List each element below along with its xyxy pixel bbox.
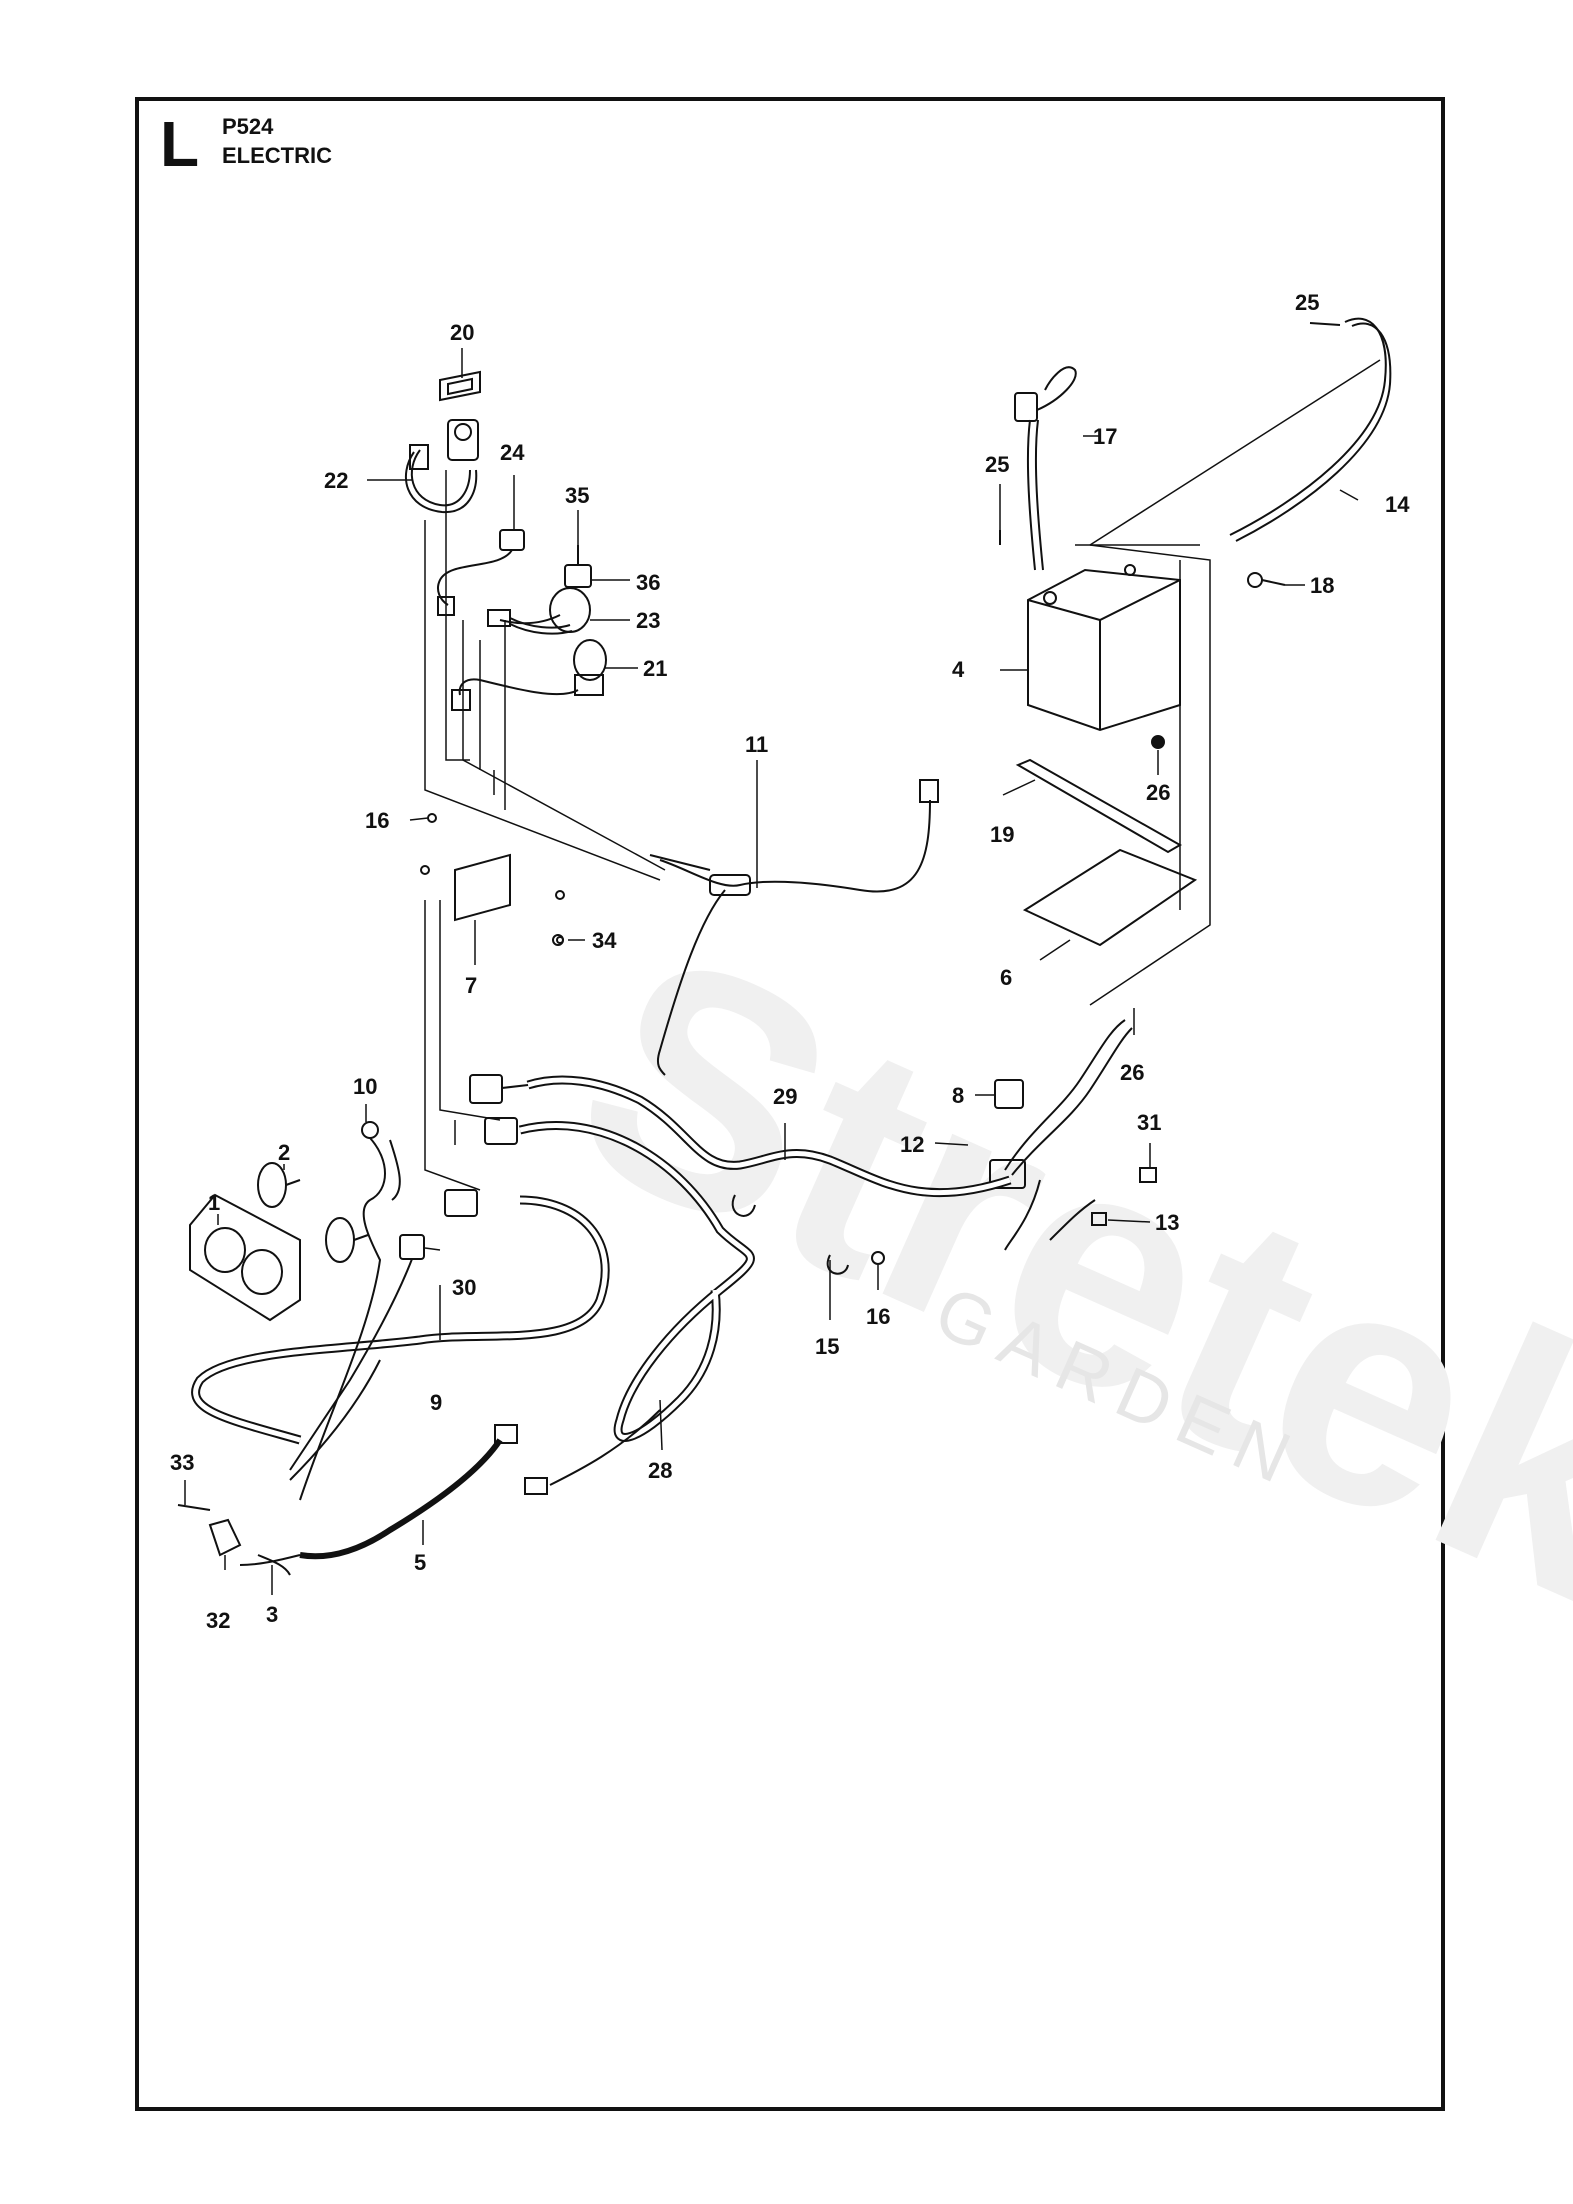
callout-3: 3: [266, 1602, 278, 1627]
part-18-bolt: [1247, 572, 1286, 588]
callout-14: 14: [1385, 492, 1410, 517]
part-15-clamp: [731, 1194, 849, 1275]
watermark: Stretek GARDEN: [532, 877, 1573, 1670]
callout-2: 2: [278, 1140, 290, 1165]
callout-19: 19: [990, 822, 1014, 847]
part-22-switch: [404, 419, 479, 514]
watermark-brand: Stretek: [532, 877, 1573, 1670]
part-20-bezel: [439, 370, 481, 402]
part-2-bulb: [257, 1162, 369, 1263]
part-25-bolt-b: [1309, 322, 1341, 326]
callout-26a: 26: [1146, 780, 1170, 805]
callout-22: 22: [324, 468, 348, 493]
part-21-switch: [451, 639, 607, 711]
part-8-relay: [994, 1079, 1024, 1109]
callout-25a: 25: [985, 452, 1009, 477]
callout-25b: 25: [1295, 290, 1319, 315]
callout-13: 13: [1155, 1210, 1179, 1235]
part-11-harness: [649, 779, 939, 1076]
harness-cluster: [989, 1019, 1133, 1251]
callout-10: 10: [353, 1074, 377, 1099]
part-34-washer: [556, 936, 564, 944]
part-9-harness: [191, 1189, 610, 1445]
callout-31: 31: [1137, 1110, 1161, 1135]
callout-33: 33: [170, 1450, 194, 1475]
group-title: ELECTRIC: [222, 143, 332, 168]
part-23-harness: [487, 609, 573, 635]
callout-16a: 16: [365, 808, 389, 833]
callout-12: 12: [900, 1132, 924, 1157]
part-10-socket: [299, 1121, 401, 1501]
part-29-harness: [469, 1074, 1012, 1198]
callout-6: 6: [1000, 965, 1012, 990]
part-4-battery: [1027, 564, 1181, 732]
callout-35: 35: [565, 483, 589, 508]
callout-9: 9: [430, 1390, 442, 1415]
part-30-connector: [399, 1234, 425, 1260]
callout-15: 15: [815, 1334, 839, 1359]
callout-20: 20: [450, 320, 474, 345]
model-number: P524: [222, 114, 274, 139]
callout-30: 30: [452, 1275, 476, 1300]
part-19-strap: [1015, 758, 1183, 854]
callout-16b: 16: [866, 1304, 890, 1329]
callout-23: 23: [636, 608, 660, 633]
callout-18: 18: [1310, 573, 1334, 598]
callout-36: 36: [636, 570, 660, 595]
callout-17: 17: [1093, 424, 1117, 449]
callout-29: 29: [773, 1084, 797, 1109]
part-5-harness: [239, 1424, 518, 1566]
callout-21: 21: [643, 656, 667, 681]
part-14-cable: [1229, 317, 1392, 542]
callout-26b: 26: [1120, 1060, 1144, 1085]
callouts: 1 2 3 4 5 6 7 8 9 10 11 12 13 14 15 16 1…: [170, 290, 1410, 1633]
part-32-bracket: [208, 1518, 242, 1557]
part-6-pad: [1022, 848, 1198, 947]
part-33-screw: [177, 1504, 211, 1511]
part-13-fastener: [1091, 1212, 1107, 1226]
part-1-headlight-housing: [189, 1193, 301, 1322]
part-7-plate: [420, 813, 565, 946]
section-letter: L: [160, 108, 200, 180]
callout-34: 34: [592, 928, 617, 953]
callout-4: 4: [952, 657, 965, 682]
leader-lines: [184, 348, 1359, 1595]
callout-32: 32: [206, 1608, 230, 1633]
callout-8: 8: [952, 1083, 964, 1108]
part-31-clip: [1139, 1167, 1157, 1183]
part-26-nut: [1151, 735, 1165, 749]
callout-5: 5: [414, 1550, 426, 1575]
callout-28: 28: [648, 1458, 672, 1483]
part-24-connector: [437, 529, 525, 616]
part-28-harness: [484, 1117, 755, 1495]
part-17-cable: [1014, 366, 1077, 571]
callout-24: 24: [500, 440, 525, 465]
diagram-frame: [135, 97, 1445, 2111]
callout-1: 1: [208, 1190, 220, 1215]
part-3-switch: [257, 1554, 291, 1576]
part-16-nut: [871, 1251, 885, 1265]
callout-11: 11: [745, 732, 768, 757]
callout-7: 7: [465, 973, 477, 998]
